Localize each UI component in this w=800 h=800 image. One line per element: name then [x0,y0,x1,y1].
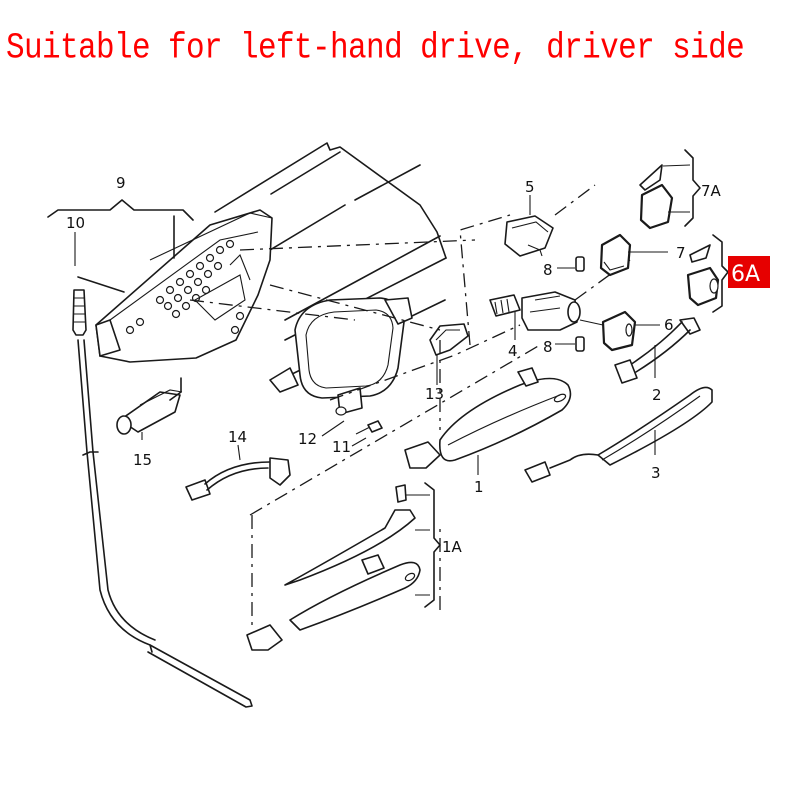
part-1a-handle-assembly [246,482,441,651]
part-11-screw [355,420,383,435]
callout-6: 6 [664,316,674,334]
part-3-handle-cover [524,386,713,483]
callout-10: 10 [66,214,85,232]
callout-9: 9 [116,174,126,192]
callout-1a: 1A [442,538,463,556]
part-1-door-handle [404,367,572,475]
part-15-connector [116,377,183,440]
callout-4: 4 [508,342,518,360]
part-8-pin-lower [555,336,585,352]
part-7-cap [599,233,668,277]
callout-2: 2 [652,386,662,404]
part-6-cap [579,310,660,352]
callout-3: 3 [651,464,661,482]
part-13-clip [429,323,469,356]
highlight-6a-badge: 6A [728,256,770,288]
part-5-lock-housing [504,195,554,257]
callout-8-upper: 8 [543,261,553,279]
part-4-lock-cylinder [489,291,581,340]
callout-13: 13 [425,385,444,403]
assembly-lines [189,184,631,625]
bracket-9 [47,199,194,293]
part-2-wiring [614,317,701,384]
callout-14: 14 [228,428,247,446]
callout-5: 5 [525,178,535,196]
callout-6a: 6A [731,262,760,287]
callout-11: 11 [332,438,351,456]
part-9-carrier-frame [95,209,273,363]
callout-1: 1 [474,478,484,496]
trim-bezel [269,297,413,399]
callout-8-lower: 8 [543,338,553,356]
part-12-gasket [335,387,363,416]
callout-12: 12 [298,430,317,448]
part-8-pin-upper [557,256,585,272]
callout-7a: 7A [701,182,722,200]
compatibility-title: Suitable for left-hand drive, driver sid… [6,28,745,70]
callout-7: 7 [676,244,686,262]
part-10-cable [72,232,253,708]
callout-15: 15 [133,451,152,469]
part-6a-cap-set [686,234,729,313]
part-14-sensor-wire [185,444,291,501]
part-7a-cap-set [639,149,701,230]
